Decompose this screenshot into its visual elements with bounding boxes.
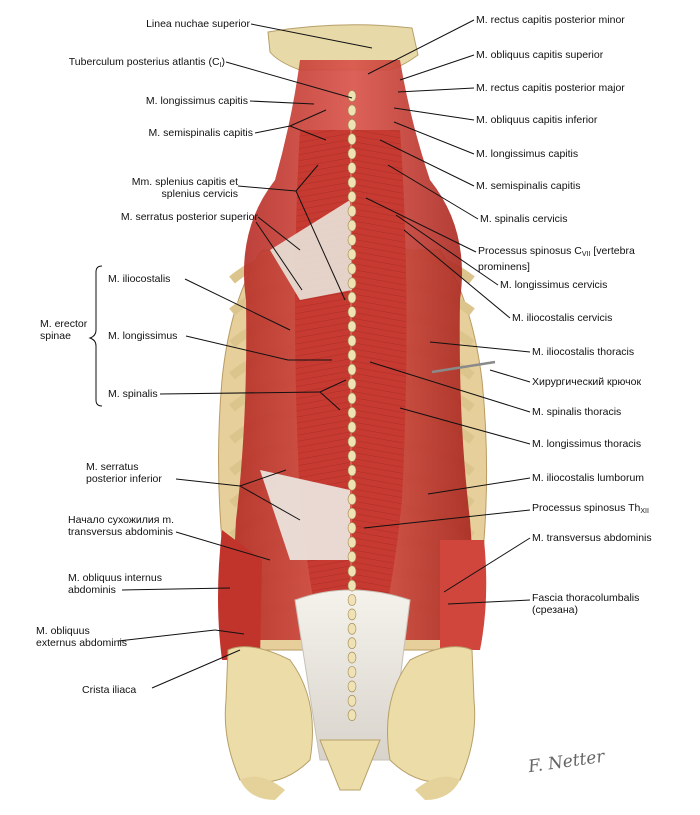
right-transversus [440,540,487,650]
right-femur-head [415,776,460,800]
spinous-process [347,363,357,376]
spinous-process [347,205,357,217]
spinous-process [347,579,357,592]
spinous-process [347,565,357,578]
spinous-process [347,291,357,304]
spinous-process [347,392,357,405]
spinous-process [347,666,357,678]
label-iliocostalis: M. iliocostalis [108,273,171,285]
label-obliquus-capitis-inferior: M. obliquus capitis inferior [476,114,598,126]
spinous-process [347,421,357,434]
label-rectus-capitis-posterior-minor: M. rectus capitis posterior minor [476,14,625,26]
spinous-process [347,234,357,246]
label-linea-nuchae-superior: Linea nuchae superior [146,18,250,30]
spinous-process [347,478,357,491]
spinous-process [347,622,357,635]
label-surgical-hook: Хирургический крючок [532,376,642,388]
label-tuberculum-posterius-atlantis: Tuberculum posterius atlantis (CI) [68,56,225,69]
left-obliquus [218,530,262,660]
label-spinalis-thoracis: M. spinalis thoracis [532,406,622,418]
spinous-process [347,378,357,390]
spinous-process [347,191,357,203]
leader-lines [117,19,531,689]
label-semispinalis-capitis-left: M. semispinalis capitis [148,127,253,139]
label-rectus-capitis-posterior-major: M. rectus capitis posterior major [476,82,625,94]
label-serratus-posterior-superior: M. serratus posterior superior [120,211,258,223]
label-nachalo-sukhozhiliya: Начало сухожилия m.transversus abdominis [68,514,175,538]
right-ilium [387,646,476,783]
label-iliocostalis-cervicis: M. iliocostalis cervicis [512,312,613,324]
spinous-process [347,550,357,563]
spinous-process [347,694,357,707]
spinous-process [347,262,357,275]
label-iliocostalis-thoracis: M. iliocostalis thoracis [532,346,635,358]
spinous-process [347,464,357,477]
label-longissimus-thoracis: M. longissimus thoracis [532,438,642,450]
spinous-process [347,522,357,534]
spinous-process [347,680,357,693]
spinous-process [347,450,357,462]
spinous-process [347,277,357,290]
label-iliocostalis-lumborum: M. iliocostalis lumborum [532,472,645,484]
spinous-process [347,219,357,232]
label-fascia-thoracolumbalis: Fascia thoracolumbalis(срезана) [532,592,640,616]
skull-base [267,24,419,71]
label-spinalis-cervicis: M. spinalis cervicis [480,213,568,225]
spinous-process [347,435,357,448]
erector-spinae-bracket [88,265,103,407]
spinous-process [347,104,357,117]
label-transversus-abdominis: M. transversus abdominis [532,532,652,544]
vertebral-column [347,90,357,722]
spinous-process [347,90,357,102]
spinous-process [347,306,357,318]
label-obliquus-capitis-superior: M. obliquus capitis superior [476,49,604,61]
label-longissimus-capitis-left: M. longissimus capitis [145,95,248,107]
spinous-process [347,162,357,174]
spinous-process [347,536,357,549]
spinous-process [347,133,357,145]
spinous-process [347,176,357,189]
spinous-process [347,119,357,131]
spinous-process [347,709,357,722]
serratus-posterior-superior [270,200,352,300]
spinous-process [347,594,357,606]
left-ilium [224,646,313,783]
label-spinalis: M. spinalis [108,388,158,400]
label-longissimus: M. longissimus [108,330,178,342]
label-longissimus-capitis-right: M. longissimus capitis [476,148,579,160]
spinous-process [347,493,357,506]
label-crista-iliaca: Crista iliaca [82,684,137,696]
spinous-process [347,637,357,650]
label-processus-spinosus-thxii: Processus spinosus ThXII [532,502,649,515]
surgical-hook [431,360,496,374]
right-erector-fibers [352,130,407,680]
spinous-process [347,507,357,520]
label-semispinalis-capitis-right: M. semispinalis capitis [476,180,581,192]
sacrum [319,739,381,791]
spinous-process [347,349,357,362]
spinous-process [347,334,357,347]
spinous-process [347,320,357,333]
label-longissimus-cervicis: M. longissimus cervicis [500,279,608,291]
spinous-process [347,248,357,261]
spinous-process [347,406,357,419]
serratus-posterior-inferior [260,470,350,560]
spinous-process [347,147,357,160]
spinous-process [347,651,357,664]
spinous-process [347,608,357,621]
left-femur-head [240,776,285,800]
